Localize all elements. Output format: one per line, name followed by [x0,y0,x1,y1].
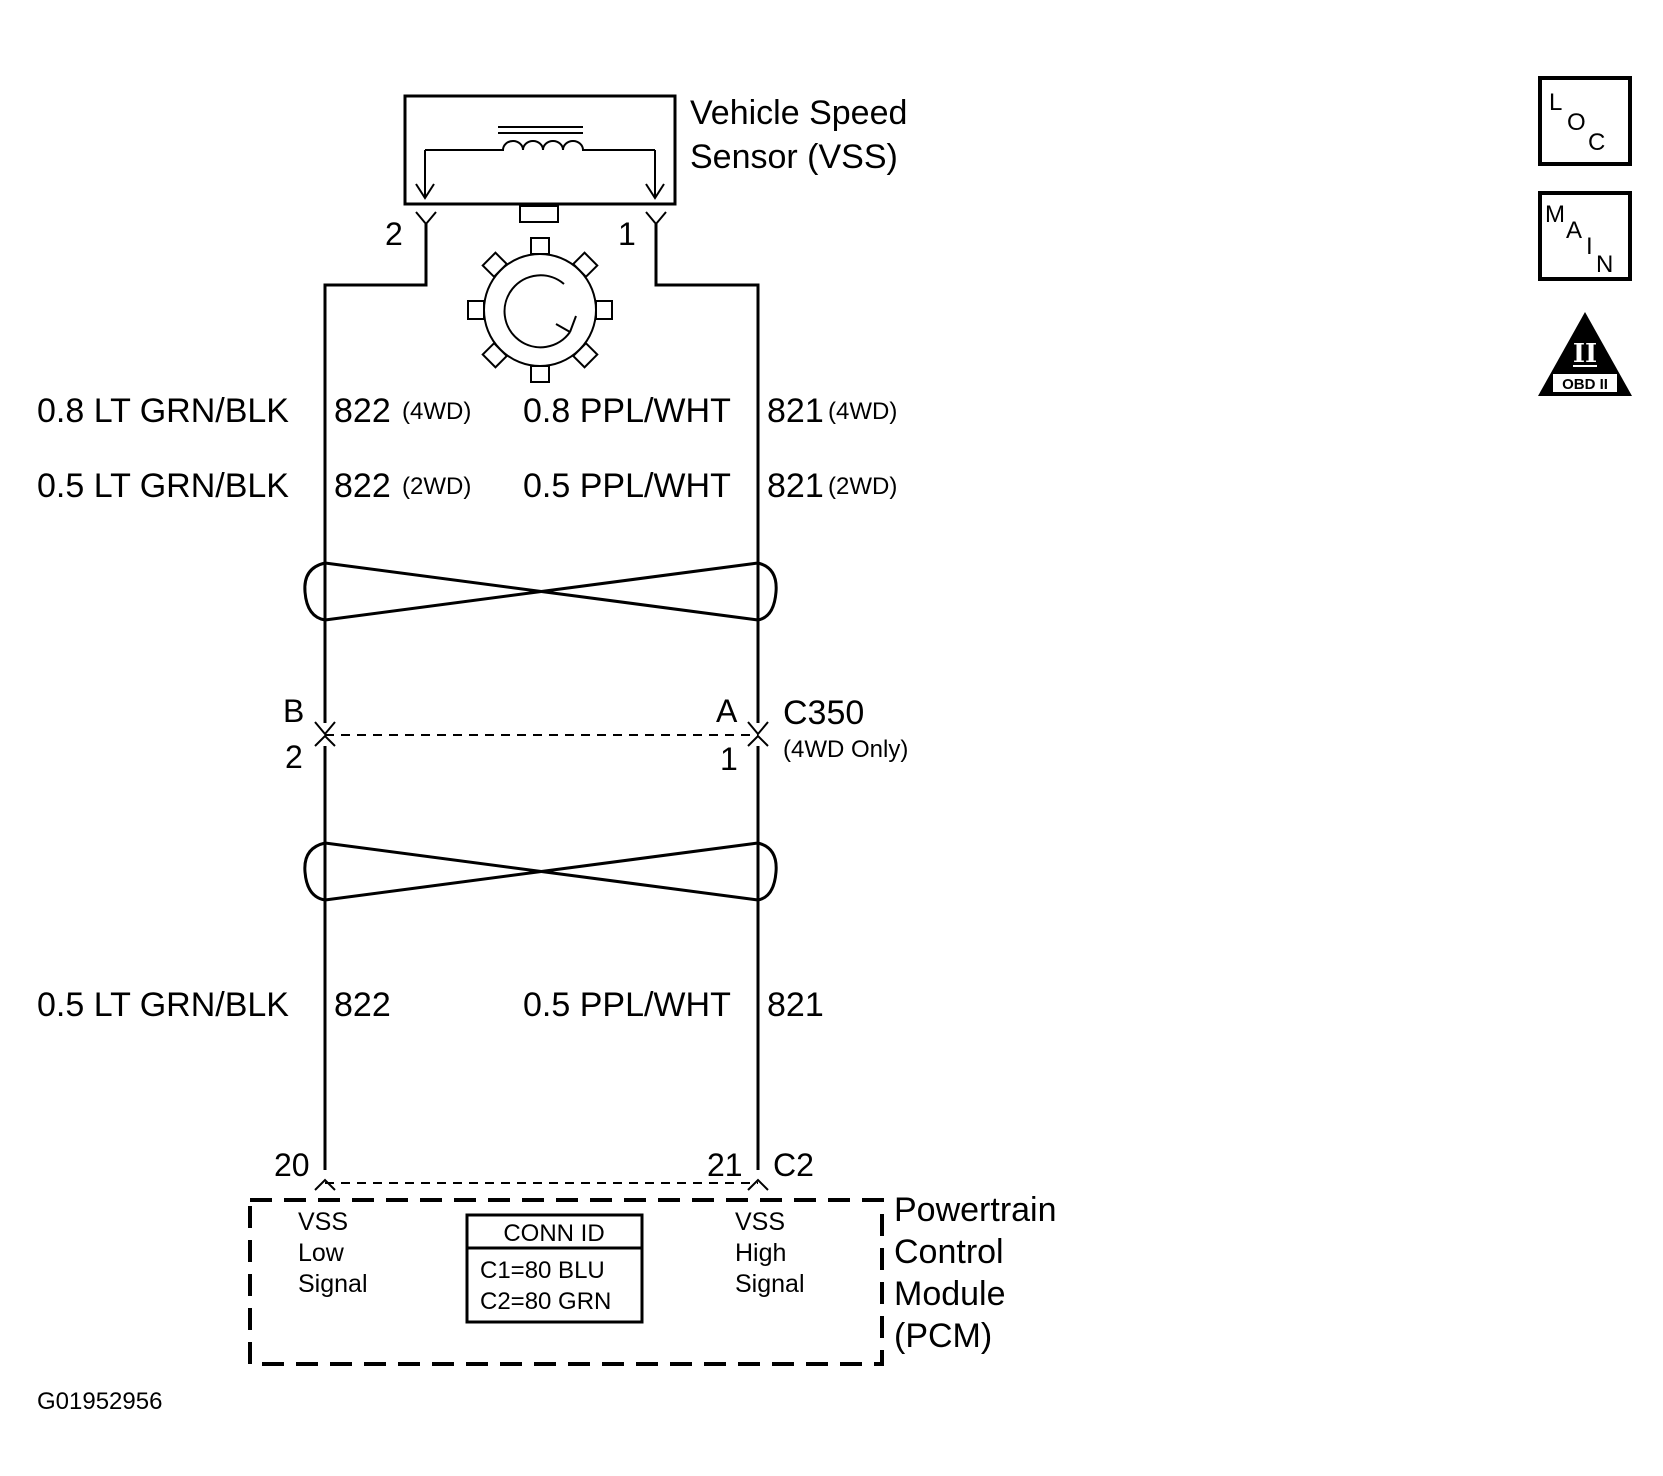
pcm-terminal-right-icon [747,1178,769,1191]
c350-note: (4WD Only) [783,736,908,763]
pcm-right-signal-line3: Signal [735,1270,805,1298]
loc-icon[interactable]: L O C [1538,76,1632,166]
twisted-pair-upper-icon [303,561,778,622]
wire-right-4wd-circuit: 821 [767,392,824,430]
vss-mount [519,205,559,223]
pcm-module: 20 21 C2 VSS Low Signal VSS High Signal … [248,1147,1057,1366]
wire-left-4wd-note: (4WD) [402,398,471,425]
pcm-title-line4: (PCM) [894,1317,992,1355]
wire-lower-left-circuit: 822 [334,986,391,1024]
conn-id-table: CONN ID C1=80 BLU C2=80 GRN [465,1213,644,1324]
wire-right-2wd-circuit: 821 [767,467,824,505]
svg-text:N: N [1596,251,1613,278]
vss-title-line2: Sensor (VSS) [690,138,898,176]
svg-text:I: I [1586,233,1593,260]
svg-text:L: L [1549,89,1562,116]
wire-left-4wd-size-color: 0.8 LT GRN/BLK [37,392,289,430]
svg-text:C: C [1588,129,1605,156]
pcm-right-signal-line1: VSS [735,1208,785,1236]
wire-left-2wd-circuit: 822 [334,467,391,505]
twisted-pair-lower-icon [303,841,778,902]
c350-pin-right: 1 [720,741,738,777]
pcm-left-signal-line1: VSS [298,1208,348,1236]
coil-icon [415,126,665,200]
c350-letter-right: A [716,693,738,729]
vss-sensor: Vehicle Speed Sensor (VSS) 2 1 [385,94,907,252]
main-icon[interactable]: M A I N [1538,191,1632,281]
wire-right-4wd-note: (4WD) [828,398,897,425]
wire-right-2wd-note: (2WD) [828,473,897,500]
svg-text:M: M [1545,201,1565,228]
wire-821-upper [654,224,760,723]
reluctor-wheel-icon [467,237,613,383]
wire-left-2wd-size-color: 0.5 LT GRN/BLK [37,467,289,505]
vss-pin-right: 1 [618,216,636,252]
pcm-title-line2: Control [894,1233,1004,1271]
wire-lower-right-size-color: 0.5 PPL/WHT [523,986,731,1024]
obd-ii-icon[interactable]: II OBD II [1538,312,1632,396]
pcm-terminal-left-icon [314,1178,336,1191]
conn-id-title: CONN ID [503,1220,604,1247]
wire-lower-left-size-color: 0.5 LT GRN/BLK [37,986,289,1024]
c350-y-right-icon [747,734,769,747]
pcm-title-line3: Module [894,1275,1006,1313]
pcm-title-line1: Powertrain [894,1191,1057,1229]
wire-left-2wd-note: (2WD) [402,473,471,500]
figure-id: G01952956 [37,1388,162,1415]
svg-text:O: O [1567,109,1586,136]
wire-lower-right-circuit: 821 [767,986,824,1024]
c350-id: C350 [783,694,864,732]
conn-id-row-2: C2=80 GRN [480,1288,611,1315]
c350-arrow-right-icon [747,721,769,736]
c350-pin-left: 2 [285,739,303,775]
pcm-pin-left: 20 [274,1147,310,1183]
vss-sensor-body [403,94,677,206]
vss-pin-left: 2 [385,216,403,252]
pcm-left-signal-line3: Signal [298,1270,368,1298]
pcm-pin-right: 21 [707,1147,743,1183]
wire-right-2wd-size-color: 0.5 PPL/WHT [523,467,731,505]
pcm-connector-id: C2 [773,1147,814,1183]
vss-terminal-right-icon [645,211,667,226]
pcm-body-dashed [248,1198,884,1366]
wire-822-upper [323,224,428,723]
pcm-left-signal-line2: Low [298,1239,345,1267]
vss-title-line1: Vehicle Speed [690,94,907,132]
c350-letter-left: B [283,693,304,729]
wire-right-4wd-size-color: 0.8 PPL/WHT [523,392,731,430]
connector-c350: B 2 A 1 C350 (4WD Only) [283,693,908,777]
obd-numeral: II [1573,339,1597,369]
c350-y-left-icon [314,734,336,747]
wire-left-4wd-circuit: 822 [334,392,391,430]
conn-id-row-1: C1=80 BLU [480,1257,605,1284]
pcm-right-signal-line2: High [735,1239,786,1267]
svg-text:A: A [1566,217,1582,244]
vss-terminal-left-icon [415,211,437,226]
c350-arrow-left-icon [314,721,336,736]
obd-label: OBD II [1562,376,1608,393]
